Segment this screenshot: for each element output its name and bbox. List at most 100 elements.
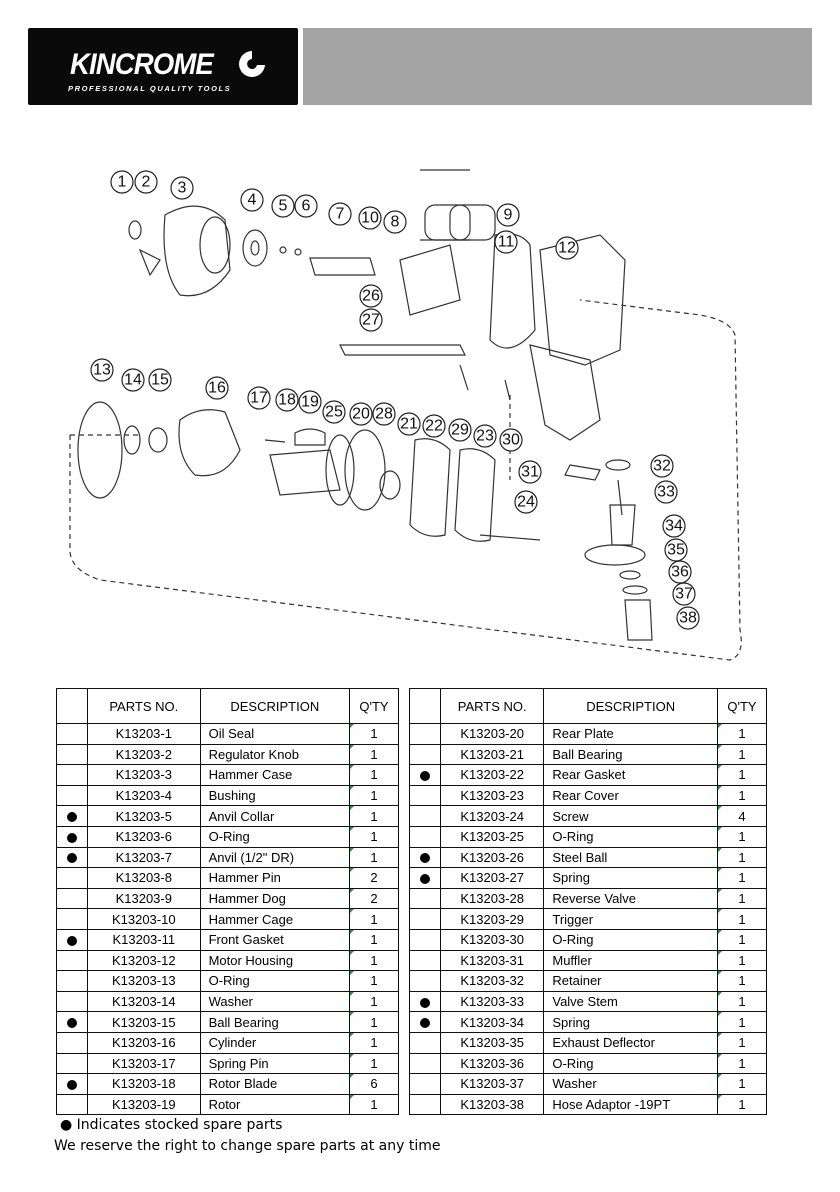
callout-circle bbox=[121, 368, 145, 392]
description-cell: Motor Housing bbox=[199, 949, 351, 972]
callout-circle bbox=[298, 390, 322, 414]
callout-number: 36 bbox=[671, 564, 689, 581]
qty-cell: 1 bbox=[349, 928, 399, 951]
part-callout: 24 bbox=[514, 490, 538, 514]
description-cell: Muffler bbox=[543, 949, 718, 972]
part-callout: 32 bbox=[650, 454, 674, 478]
qty-cell: 1 bbox=[717, 949, 767, 972]
stocked-cell bbox=[409, 805, 441, 827]
part-callout: 37 bbox=[672, 582, 696, 606]
description-cell: Washer bbox=[199, 990, 351, 1013]
description-cell: O-Ring bbox=[543, 928, 718, 951]
description-cell: O-Ring bbox=[199, 825, 351, 848]
part-number-cell: K13203-9 bbox=[87, 887, 201, 910]
part-callout: 11 bbox=[494, 230, 518, 254]
table-header-row: PARTS NO. DESCRIPTION Q'TY bbox=[56, 688, 399, 724]
part-number-cell: K13203-25 bbox=[439, 825, 545, 848]
callout-circle bbox=[359, 308, 383, 332]
callout-circle bbox=[358, 206, 382, 230]
stocked-cell bbox=[409, 723, 441, 745]
part-callout: 9 bbox=[496, 203, 520, 227]
stocked-dot-icon bbox=[420, 853, 430, 864]
stocked-cell bbox=[409, 908, 441, 930]
part-callout: 12 bbox=[555, 236, 579, 260]
description-cell: O-Ring bbox=[199, 970, 351, 992]
qty-cell: 1 bbox=[349, 723, 399, 745]
stocked-cell bbox=[56, 805, 88, 827]
callout-number: 21 bbox=[400, 416, 418, 433]
header-banner bbox=[303, 28, 812, 105]
stocked-dot-icon bbox=[420, 771, 430, 782]
stocked-dot-icon bbox=[67, 1079, 77, 1090]
description-cell: Cylinder bbox=[199, 1031, 351, 1054]
callout-circle bbox=[672, 582, 696, 606]
qty-cell: 1 bbox=[349, 805, 399, 827]
callout-number: 9 bbox=[504, 207, 513, 224]
callout-circle bbox=[514, 490, 538, 514]
stocked-cell bbox=[56, 949, 88, 972]
callout-number: 20 bbox=[352, 406, 370, 423]
qty-cell: 6 bbox=[349, 1073, 399, 1095]
part-number-cell: K13203-11 bbox=[87, 928, 201, 951]
stocked-dot-icon bbox=[67, 832, 77, 843]
stocked-cell bbox=[56, 1031, 88, 1054]
callout-number: 38 bbox=[679, 610, 697, 627]
callout-circle bbox=[359, 284, 383, 308]
part-callout: 31 bbox=[518, 460, 542, 484]
part-callout: 17 bbox=[247, 386, 271, 410]
part-callout: 6 bbox=[294, 194, 318, 218]
callout-number: 32 bbox=[653, 458, 671, 475]
stocked-cell bbox=[409, 1031, 441, 1054]
callout-number: 33 bbox=[657, 484, 675, 501]
qty-cell: 1 bbox=[717, 764, 767, 786]
stocked-cell bbox=[56, 1093, 88, 1116]
stocked-cell bbox=[409, 1011, 441, 1033]
description-header: DESCRIPTION bbox=[543, 688, 718, 724]
description-cell: Rear Gasket bbox=[543, 764, 718, 786]
stocked-cell bbox=[409, 1073, 441, 1095]
description-cell: Steel Ball bbox=[543, 846, 718, 869]
part-callout: 20 bbox=[349, 402, 373, 426]
stocked-dot-icon bbox=[420, 1018, 430, 1029]
qty-cell: 1 bbox=[717, 784, 767, 807]
stocked-cell bbox=[56, 990, 88, 1013]
spanner-logo-icon bbox=[239, 51, 265, 77]
stocked-parts-note: ● Indicates stocked spare parts bbox=[60, 1117, 283, 1133]
stocked-cell bbox=[56, 970, 88, 992]
stocked-cell bbox=[409, 990, 441, 1013]
callout-circle bbox=[668, 560, 692, 584]
description-cell: Ball Bearing bbox=[199, 1011, 351, 1033]
part-number-cell: K13203-30 bbox=[439, 928, 545, 951]
callout-circle bbox=[240, 188, 264, 212]
part-number-cell: K13203-18 bbox=[87, 1073, 201, 1095]
callout-number: 3 bbox=[178, 180, 187, 197]
part-callout: 1 bbox=[110, 170, 134, 194]
description-cell: Hammer Pin bbox=[199, 867, 351, 889]
stocked-cell bbox=[409, 1052, 441, 1075]
callout-circle bbox=[275, 388, 299, 412]
qty-cell: 1 bbox=[349, 970, 399, 992]
callout-circle bbox=[90, 358, 114, 382]
callout-number: 31 bbox=[521, 464, 539, 481]
part-callout: 23 bbox=[473, 424, 497, 448]
stocked-cell bbox=[56, 908, 88, 930]
part-number-cell: K13203-6 bbox=[87, 825, 201, 848]
description-cell: Exhaust Deflector bbox=[543, 1031, 718, 1054]
qty-cell: 1 bbox=[717, 887, 767, 910]
part-callout: 7 bbox=[328, 202, 352, 226]
part-number-cell: K13203-23 bbox=[439, 784, 545, 807]
part-callout: 35 bbox=[664, 538, 688, 562]
stocked-dot-icon bbox=[420, 997, 430, 1008]
callout-circle bbox=[110, 170, 134, 194]
stocked-cell bbox=[56, 825, 88, 848]
part-number-cell: K13203-33 bbox=[439, 990, 545, 1013]
